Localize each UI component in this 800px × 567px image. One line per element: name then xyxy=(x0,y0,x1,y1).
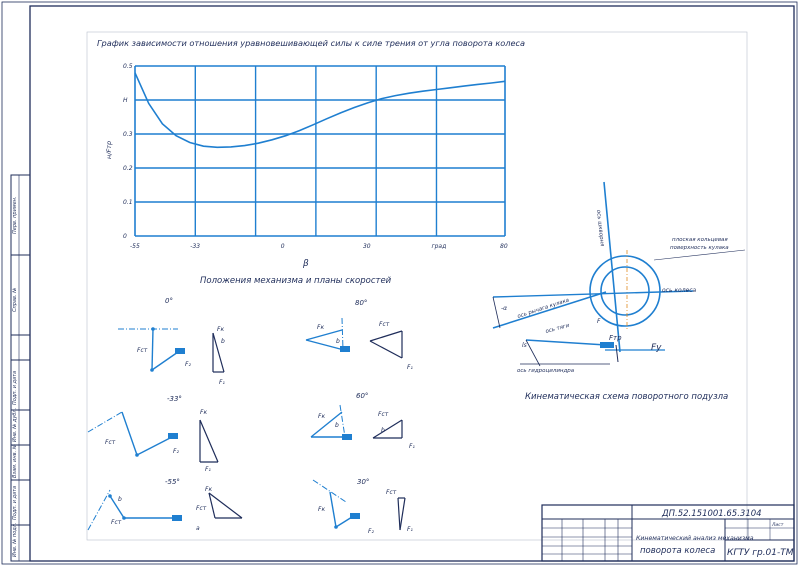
chart-ticks: 0 0.1 0.2 0.3 Н 0.5 -55 -33 0 30 град 80 xyxy=(123,63,508,250)
label-b: b xyxy=(221,338,225,345)
angle-label: 30° xyxy=(357,478,369,486)
label-fct: Fст xyxy=(137,347,148,354)
label-a: a xyxy=(196,525,200,532)
title-org: КГТУ гр.01-ТМ xyxy=(727,548,794,558)
chart-xtick-label: 80 xyxy=(500,243,508,250)
label-fct: Fст xyxy=(386,489,397,496)
mechanism-position-0: 0° Fст F₂ Fк F₁ b xyxy=(118,297,225,386)
label-fct: Fст xyxy=(105,439,116,446)
label-wheel-axis: ось колеса xyxy=(662,287,697,294)
label-fk: Fк xyxy=(205,486,212,493)
label-fk: Fк xyxy=(200,409,207,416)
label-f1: F₁ xyxy=(409,443,415,450)
label-fct: Fст xyxy=(378,411,389,418)
angle-label: 60° xyxy=(356,392,368,400)
stamp-0: Перв. примен. xyxy=(12,196,18,234)
inner-frame xyxy=(29,5,795,562)
label-f-y: Fy xyxy=(651,343,662,353)
angle-label: -55° xyxy=(165,478,180,486)
label-f1: F₁ xyxy=(407,364,413,371)
chart-ytick-label: 0.2 xyxy=(123,165,133,172)
title-line-2: поворота колеса xyxy=(640,546,715,556)
work-area-frame xyxy=(86,31,748,541)
label-f2: F₂ xyxy=(173,448,179,455)
label-fk: Fк xyxy=(318,413,325,420)
title-line-1: Кинематический анализ механизма xyxy=(636,535,754,542)
label-f2: F₂ xyxy=(368,528,374,535)
chart-grid xyxy=(134,65,506,237)
angle-label: 0° xyxy=(165,297,173,305)
stamp-1: Справ. № xyxy=(12,288,18,312)
label-f2: F₂ xyxy=(185,361,191,368)
label-f1: F₁ xyxy=(219,379,225,386)
label-fk: Fк xyxy=(318,506,325,513)
chart-xtick-label: -33 xyxy=(190,243,200,250)
chart-xlabel: β xyxy=(302,259,309,269)
mechanism-position-60: 60° Fк b Fст b F₁ xyxy=(310,392,415,450)
stamp-5: Подп. и дата xyxy=(12,486,18,520)
label-cam-lever-axis: ось рычага кулака xyxy=(517,297,571,320)
chart-ytick-label: 0.5 xyxy=(123,63,133,70)
mechanism-title: Положения механизма и планы скоростей xyxy=(200,276,392,286)
chart-ylabel: н/Fтр xyxy=(105,141,113,159)
label-angle-alpha: -α xyxy=(501,305,507,312)
angle-label: 80° xyxy=(355,299,367,307)
label-f1: F₁ xyxy=(407,526,413,533)
label-fct: Fст xyxy=(111,519,122,526)
kinematic-scheme: ось шкворня плоская кольцевая поверхност… xyxy=(492,181,746,374)
title-code: ДП.52.151001.65.3104 xyxy=(661,509,762,519)
label-ring-surface-1: плоская кольцевая xyxy=(672,237,728,243)
angle-label: -33° xyxy=(167,395,182,403)
mechanism-position-minus33: -33° Fст F₂ Fк F₁ xyxy=(87,395,219,473)
chart-xtick-label: град xyxy=(431,243,446,250)
label-f-friction: Fтр xyxy=(609,334,622,342)
stamp-6: Инв. № подл. xyxy=(12,523,18,558)
stamp-2: Подп. и дата xyxy=(12,371,18,405)
label-ring-surface-2: поверхность кулака xyxy=(670,245,729,251)
label-force-f: F xyxy=(597,318,601,325)
chart-ytick-label: 0.3 xyxy=(123,131,133,138)
mechanism-position-minus55: -55° Fст b Fк Fст a xyxy=(87,478,243,532)
label-b: b xyxy=(335,422,339,429)
side-stamp: Перв. примен. Справ. № Подп. и дата Инв.… xyxy=(10,174,31,562)
mechanism-position-30: 30° Fк F₂ Fст F₁ xyxy=(312,478,413,535)
stamp-3: Инв. № дубл. xyxy=(12,408,18,442)
chart-xtick-label: 30 xyxy=(363,243,371,250)
label-fk: Fк xyxy=(317,324,324,331)
label-kingpin-axis: ось шкворня xyxy=(595,210,605,248)
label-tie-rod-axis: ось тяги xyxy=(545,323,570,335)
chart-xtick-label: -55 xyxy=(130,243,140,250)
stamp-4: Взам. инв. № xyxy=(12,444,18,478)
label-angle-ls: ls xyxy=(522,342,527,349)
chart-ytick-label: 0 xyxy=(123,233,127,240)
title-sheet-label: Лист xyxy=(771,522,784,528)
kinematic-title: Кинематическая схема поворотного подузла xyxy=(525,392,728,402)
label-fct-plan: Fст xyxy=(196,505,207,512)
label-b: b xyxy=(336,338,340,345)
label-fk: Fк xyxy=(217,326,224,333)
chart-ytick-label: 0.1 xyxy=(123,199,133,206)
label-cylinder-axis: ось гидроцилиндра xyxy=(517,368,575,374)
label-f1: F₁ xyxy=(205,466,211,473)
chart-ytick-label: Н xyxy=(123,97,128,104)
label-b-plan: b xyxy=(381,427,385,434)
label-fct: Fст xyxy=(379,321,390,328)
chart-title: График зависимости отношения уравновешив… xyxy=(97,38,525,48)
title-block: ДП.52.151001.65.3104 Кинематический анал… xyxy=(541,504,795,562)
mechanism-position-80: 80° Fк b Fст F₁ xyxy=(305,299,413,371)
label-b: b xyxy=(118,496,122,503)
chart-series-line xyxy=(134,72,506,149)
chart-xtick-label: 0 xyxy=(281,243,285,250)
